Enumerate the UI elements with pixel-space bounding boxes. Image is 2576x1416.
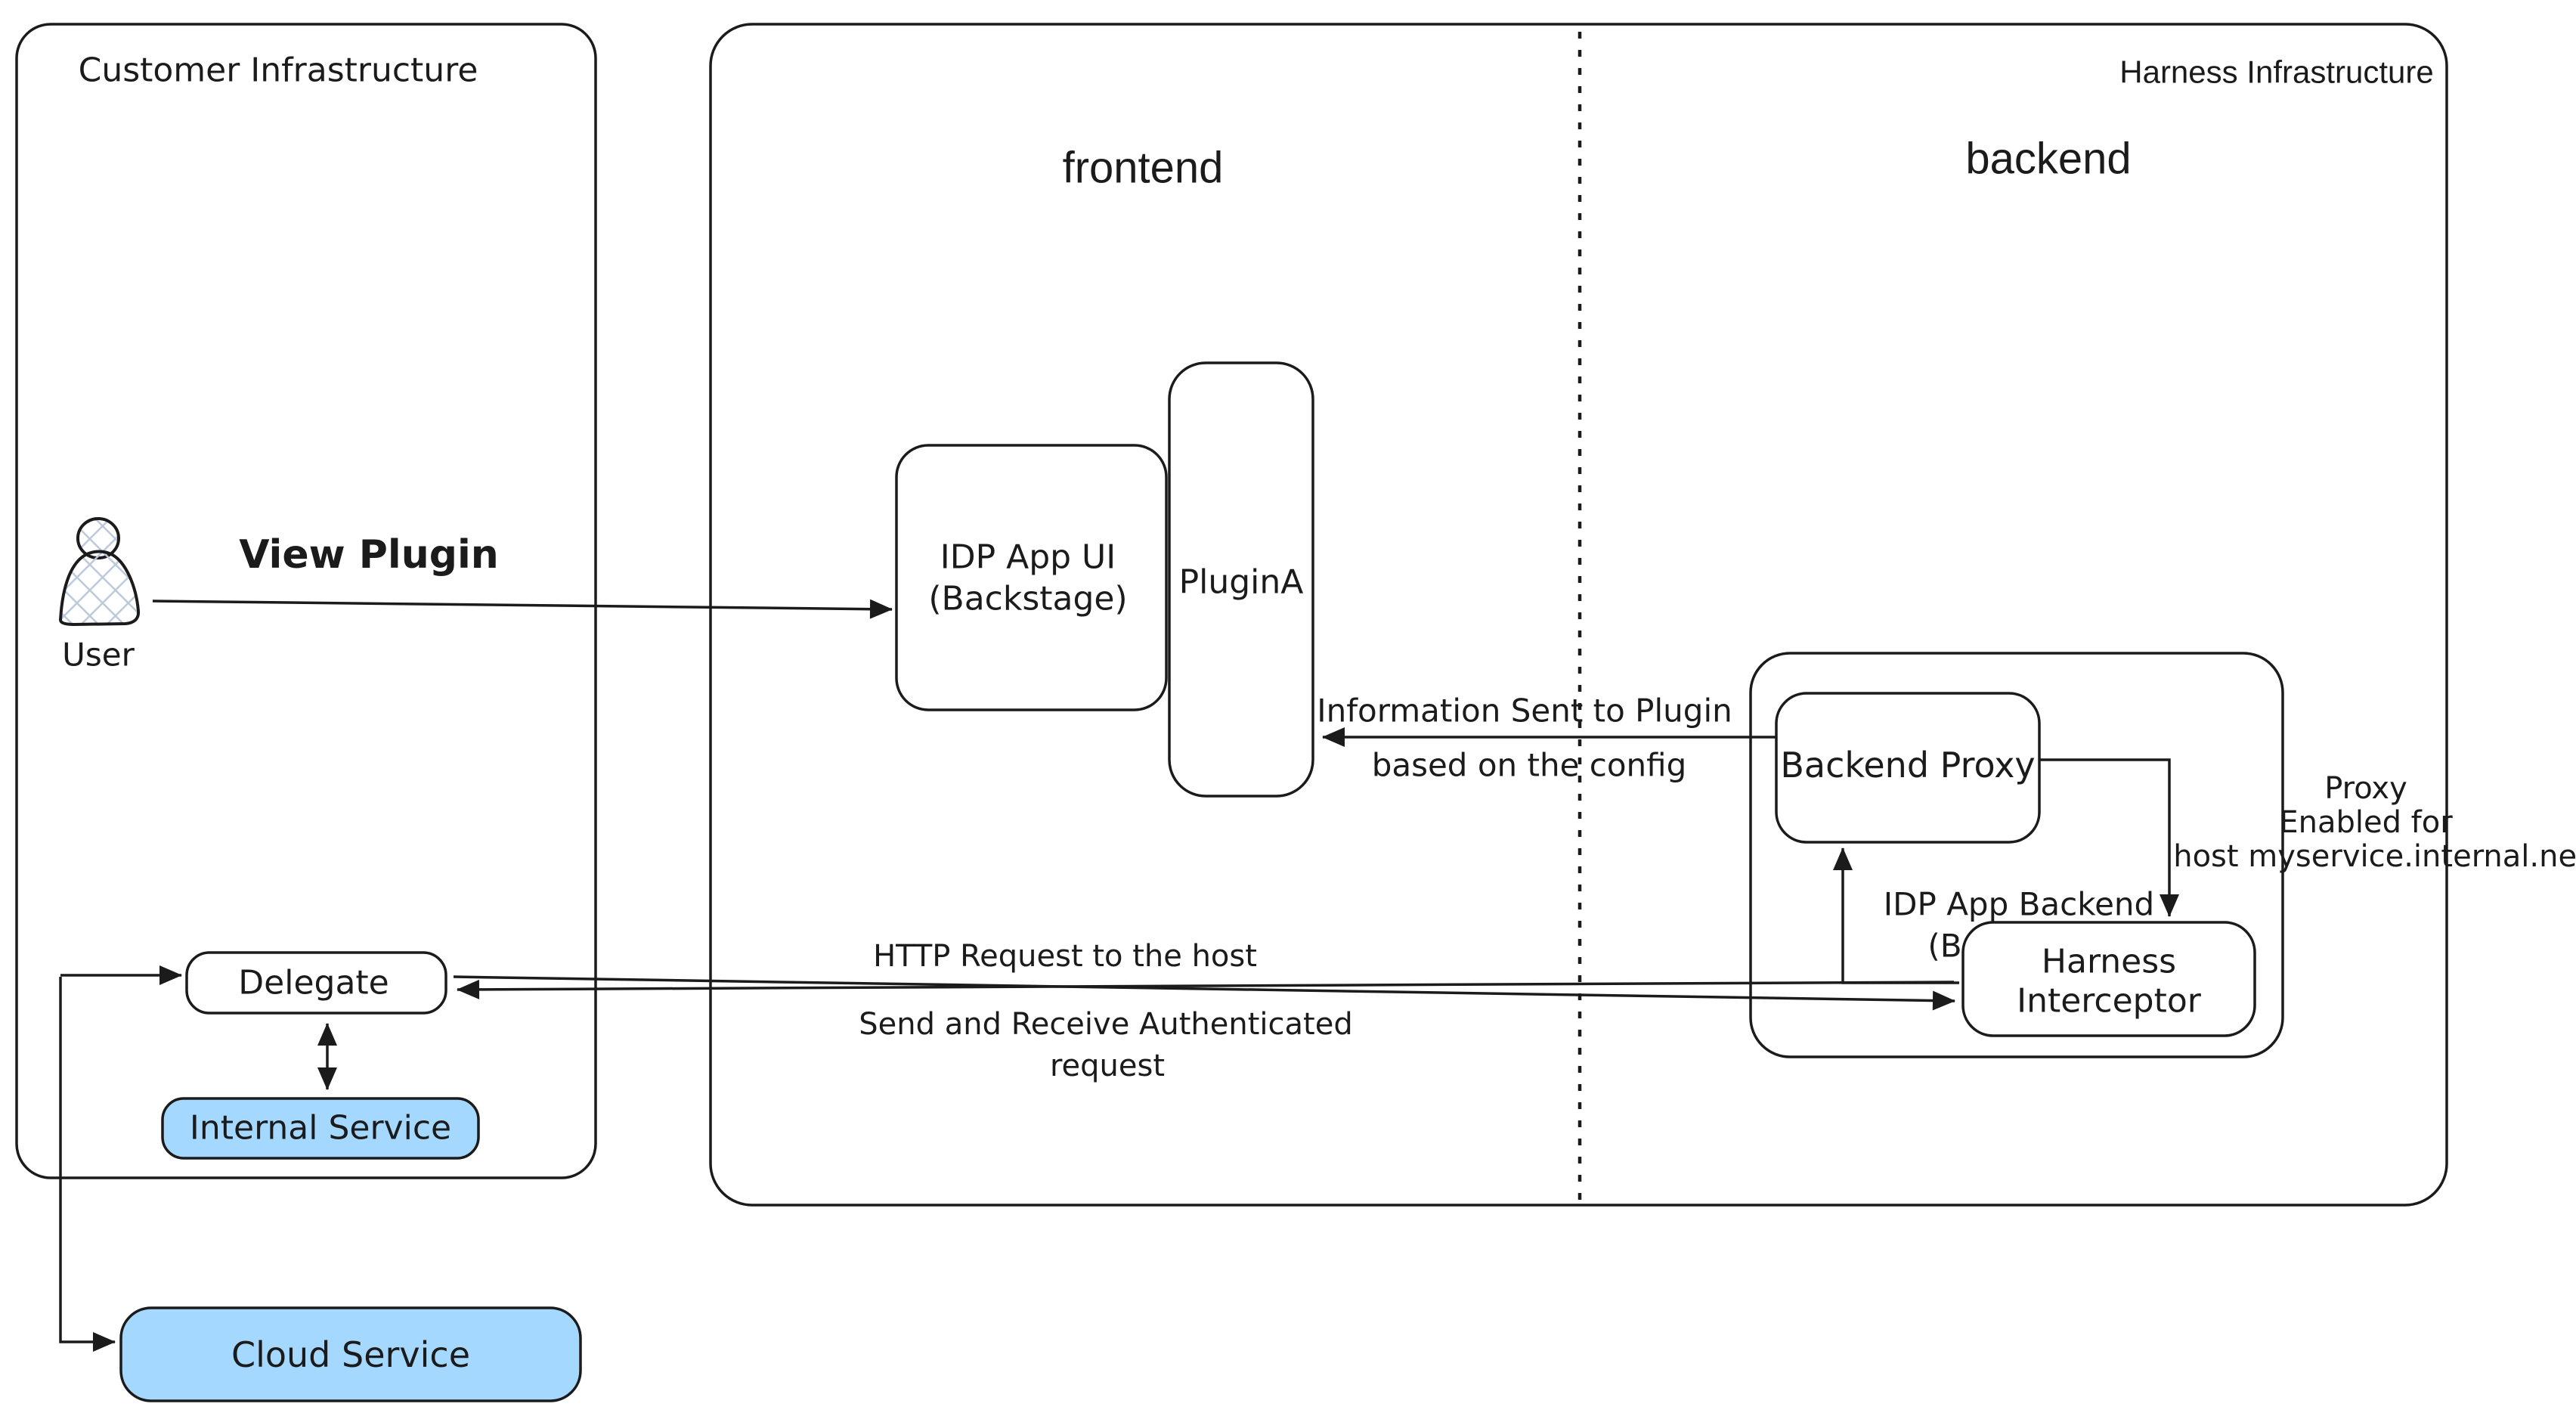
frontend-section-label: frontend: [1063, 144, 1224, 193]
user-icon: [59, 517, 141, 626]
delegate-label: Delegate: [238, 964, 389, 1002]
cloud-service-box: [119, 1306, 582, 1402]
view-plugin-label: View Plugin: [239, 532, 499, 578]
proxy-enabled-label-line2: Enabled for: [2279, 805, 2453, 840]
internal-service-box: [161, 1097, 480, 1160]
cloud-service-label: Cloud Service: [231, 1334, 470, 1375]
arrow-delegate-to-interceptor: [453, 975, 1955, 1011]
arrow-interceptor-to-delegate: [457, 979, 1955, 999]
idp-app-ui-box: [895, 444, 1168, 711]
idp-app-backend-group-box: [1749, 652, 2284, 1058]
arrow-proxy-to-interceptor: [2039, 758, 2179, 917]
send-receive-label-line2: request: [1050, 1049, 1165, 1083]
harness-infrastructure-box: [709, 23, 2448, 1207]
customer-infrastructure-label: Customer Infrastructure: [79, 51, 478, 90]
harness-infrastructure-label: Harness Infrastructure: [2119, 54, 2434, 90]
idp-app-ui-label-line2: (Backstage): [928, 580, 1127, 618]
arrow-view-plugin: [152, 599, 893, 619]
harness-interceptor-label-line2: Interceptor: [2017, 982, 2202, 1021]
plugin-a-box: [1168, 361, 1314, 798]
internal-service-label: Internal Service: [190, 1109, 451, 1148]
proxy-enabled-label-line1: Proxy: [2324, 771, 2407, 806]
http-request-label: HTTP Request to the host: [873, 939, 1257, 974]
harness-interceptor-box: [1961, 921, 2256, 1037]
send-receive-label-line1: Send and Receive Authenticated: [859, 1007, 1352, 1042]
customer-infrastructure-box: [15, 23, 597, 1179]
backend-proxy-label: Backend Proxy: [1780, 745, 2035, 785]
proxy-enabled-label-line3: host myservice.internal.net: [2173, 839, 2576, 874]
info-sent-label-line2: based on the config: [1372, 747, 1687, 784]
harness-interceptor-label-line1: Harness: [2042, 943, 2176, 981]
backend-section-label: backend: [1965, 135, 2131, 184]
arrow-to-cloud-service: [59, 977, 116, 1352]
backend-proxy-box: [1775, 692, 2041, 844]
info-sent-label-line1: Information Sent to Plugin: [1317, 693, 1732, 730]
user-label: User: [62, 637, 135, 674]
idp-app-ui-label-line1: IDP App UI: [940, 538, 1116, 577]
plugin-a-label: PluginA: [1179, 563, 1304, 602]
idp-app-backend-label-line1: IDP App Backend: [1884, 886, 2154, 923]
delegate-box: [185, 951, 447, 1015]
